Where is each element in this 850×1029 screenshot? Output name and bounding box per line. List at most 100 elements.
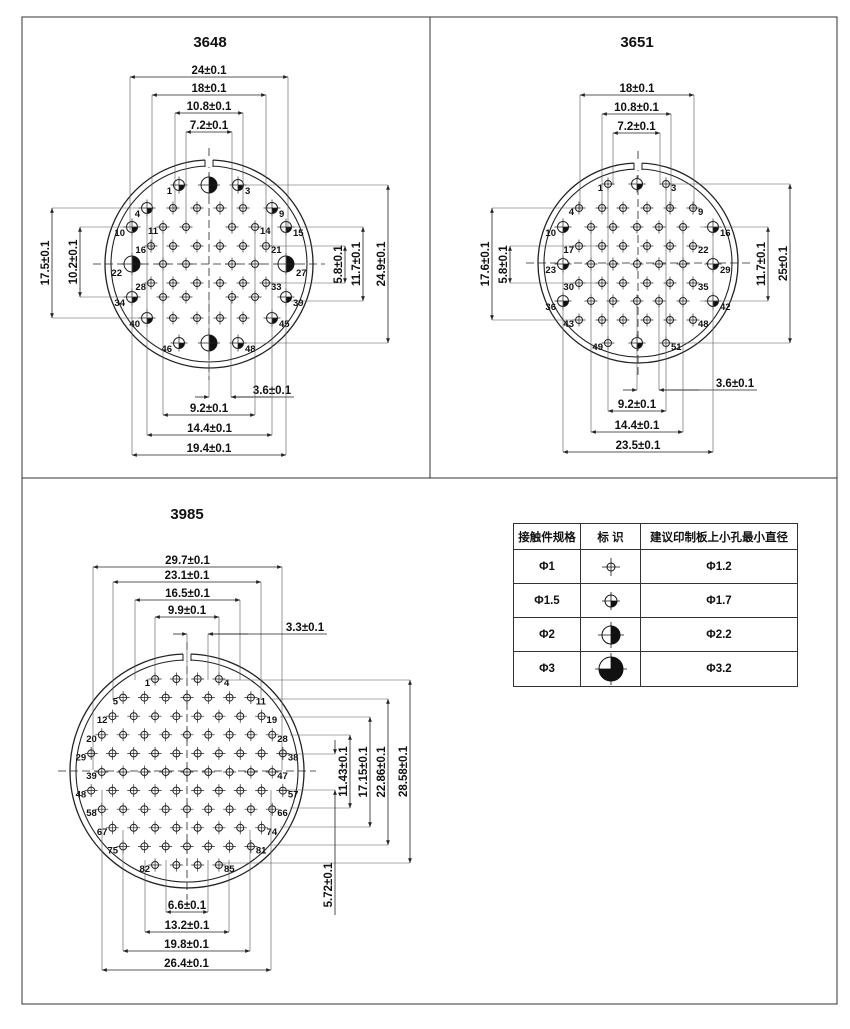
dimension-label: 11.7±0.1 [756, 241, 768, 286]
contact-pin [84, 784, 98, 798]
pin-label: 28 [135, 282, 146, 293]
pin-label: 33 [271, 282, 282, 293]
pin-label: 3 [671, 183, 676, 194]
pin-fill [132, 227, 138, 233]
extension-line [510, 245, 600, 284]
extension-line [162, 230, 256, 415]
extension-line [607, 185, 667, 411]
contact-pin [628, 175, 646, 193]
pin-label: 29 [76, 752, 87, 763]
contact-pin [255, 821, 269, 835]
pin-crosshair [95, 765, 109, 779]
contact-pin [255, 709, 269, 723]
contact-pin [166, 201, 180, 215]
contact-pin [159, 839, 173, 853]
contact-pin [652, 257, 666, 271]
extension-line [280, 716, 370, 828]
contact-pin [127, 746, 141, 760]
dimension-label: 14.4±0.1 [187, 423, 232, 435]
contact-pin [233, 784, 247, 798]
pin-fill [637, 184, 643, 190]
dimension: 10.8±0.1 [601, 102, 672, 210]
contact-pin [686, 239, 700, 253]
pin-crosshair [127, 709, 141, 723]
header-symbol: 标 识 [580, 523, 641, 550]
contact-pin [201, 839, 215, 853]
contact-pin [225, 257, 239, 271]
contact-pin [616, 313, 630, 327]
contact-pin [169, 746, 183, 760]
pin-fill [238, 343, 244, 349]
pin-crosshair [223, 839, 237, 853]
contact-pin [201, 691, 215, 705]
dimension: 6.6±0.1 [165, 860, 209, 914]
pin-crosshair [616, 313, 630, 327]
pin-crosshair [244, 765, 258, 779]
pin-crosshair [233, 746, 247, 760]
extension-line [146, 210, 273, 435]
dimension-label: 3.6±0.1 [716, 378, 755, 390]
pin-label: 74 [267, 827, 278, 838]
dimension: 23.5±0.1 [562, 230, 714, 454]
pin-crosshair [137, 802, 151, 816]
contact-pin [201, 765, 215, 779]
extension-line [208, 300, 232, 397]
dimension-label: 16.5±0.1 [165, 588, 210, 600]
contact-pin [179, 257, 193, 271]
pin-crosshair [223, 691, 237, 705]
contact-pin [105, 784, 119, 798]
contact-pin [180, 839, 194, 853]
dimension: 17.15±0.1 [280, 716, 372, 828]
pin-crosshair [276, 746, 290, 760]
table-row: Φ1.5 Φ1.7 [513, 583, 798, 618]
pin-crosshair [191, 709, 205, 723]
contact-pin [148, 858, 162, 872]
contact-pin [105, 746, 119, 760]
dimension-label: 22.86±0.1 [376, 746, 388, 798]
dimension: 18±0.1 [151, 83, 267, 250]
pin-crosshair [159, 802, 173, 816]
contact-pin [169, 821, 183, 835]
contact-pin [223, 691, 237, 705]
pin-crosshair [180, 839, 194, 853]
dimension-label: 6.6±0.1 [168, 900, 207, 912]
dimension-label: 24±0.1 [191, 65, 227, 77]
panel-frame [21, 16, 838, 1005]
contact-pin [616, 201, 630, 215]
pin-crosshair [116, 802, 130, 816]
dimension-label: 28.58±0.1 [398, 745, 410, 797]
contact-pin [276, 746, 290, 760]
pin-label: 43 [563, 319, 574, 330]
pin-crosshair [606, 220, 620, 234]
contact-pin [116, 728, 130, 742]
dimension-label: 10.8±0.1 [614, 102, 659, 114]
pin-crosshair [595, 313, 609, 327]
key-notch [634, 161, 642, 170]
dimension-label: 5.8±0.1 [498, 245, 510, 284]
extension-line [270, 698, 388, 846]
header-min-hole: 建议印制板上小孔最小直径 [640, 523, 798, 550]
pin-label: 57 [288, 790, 299, 801]
extension-line [154, 617, 220, 680]
contact-pin [276, 784, 290, 798]
dimension: 9.9±0.1 [154, 605, 220, 680]
contact-pin [166, 239, 180, 253]
pin-crosshair [213, 276, 227, 290]
min-hole-diameter: Φ1.2 [640, 549, 798, 584]
pin-crosshair [628, 175, 646, 193]
contact-pin [144, 239, 158, 253]
contact-pin [663, 276, 677, 290]
pin-crosshair [137, 839, 151, 853]
dimension: 16.5±0.1 [134, 588, 241, 680]
phi3-symbol-icon [594, 653, 627, 685]
pin-label: 12 [97, 715, 108, 726]
contact-pin [148, 746, 162, 760]
contact-pin [606, 220, 620, 234]
dimension: 25±0.1 [660, 183, 792, 344]
contact-pin [116, 765, 130, 779]
pin-label: 15 [293, 228, 304, 239]
pin-crosshair [265, 802, 279, 816]
contact-pin [213, 201, 227, 215]
contact-pin [127, 709, 141, 723]
